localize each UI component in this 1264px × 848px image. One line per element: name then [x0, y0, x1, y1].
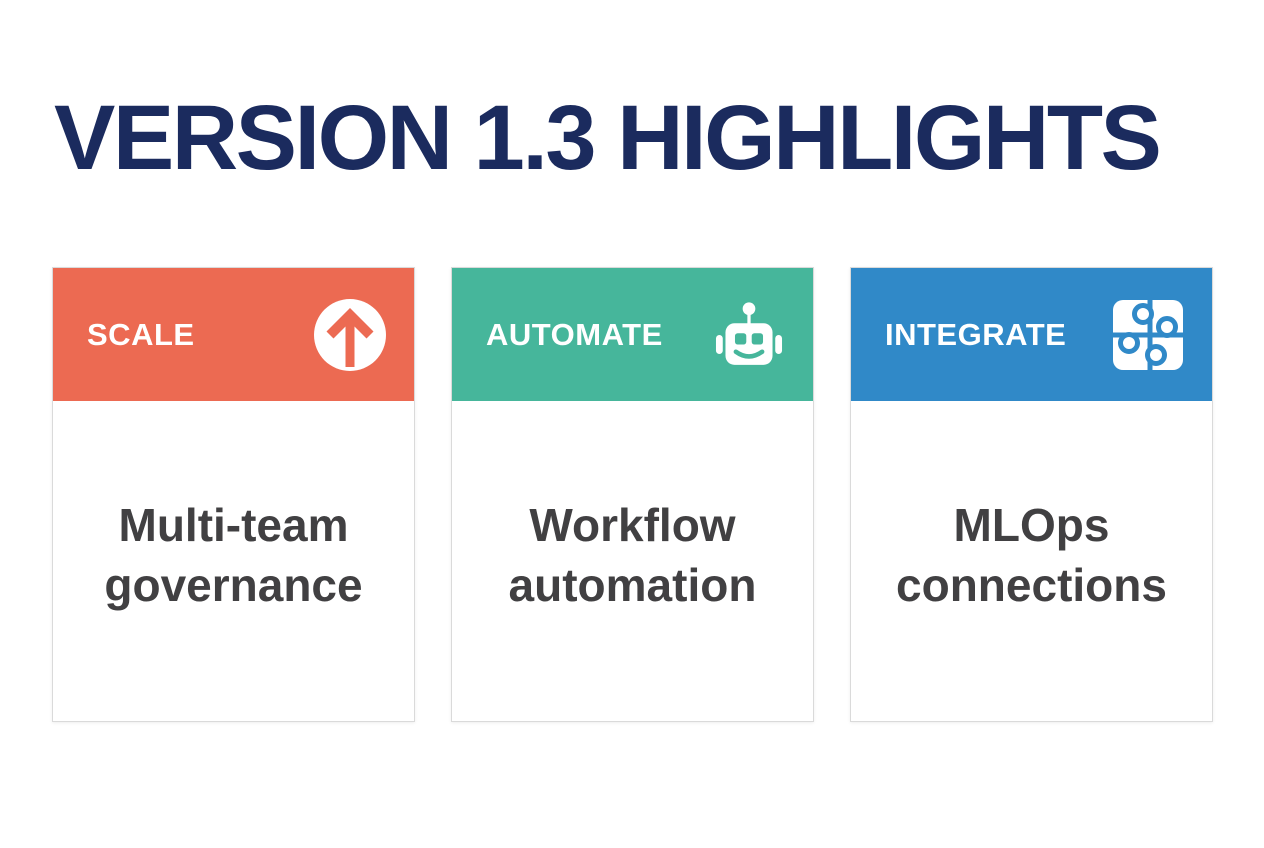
card-integrate-label: INTEGRATE: [885, 316, 1067, 352]
highlight-cards-row: SCALE Multi-team governance AUTOMATE: [0, 267, 1264, 722]
card-integrate-body-text: MLOps connections: [896, 499, 1167, 611]
page-title: VERSION 1.3 HIGHLIGHTS: [54, 87, 1162, 189]
puzzle-icon: [1110, 297, 1186, 373]
arrow-up-circle-icon: [312, 297, 388, 373]
card-automate: AUTOMATE Workflow automation: [451, 267, 814, 722]
robot-icon: [711, 297, 787, 373]
card-scale-label: SCALE: [87, 316, 195, 352]
card-automate-header: AUTOMATE: [452, 268, 813, 401]
card-scale-body-text: Multi-team governance: [104, 499, 363, 611]
card-automate-label: AUTOMATE: [486, 316, 663, 352]
card-scale: SCALE Multi-team governance: [52, 267, 415, 722]
card-scale-header: SCALE: [53, 268, 414, 401]
card-automate-body-text: Workflow automation: [508, 499, 757, 611]
card-integrate: INTEGRATE MLOps connections: [850, 267, 1213, 722]
card-integrate-header: INTEGRATE: [851, 268, 1212, 401]
